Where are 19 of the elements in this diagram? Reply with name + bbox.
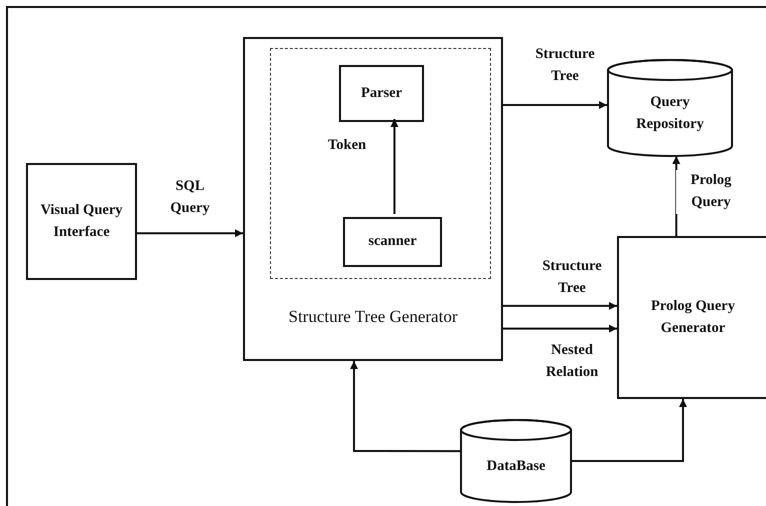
node-label: Parser — [360, 84, 404, 103]
node-label: DataBase — [486, 457, 546, 476]
process-box — [339, 65, 424, 122]
node-label: Visual Query Interface — [39, 200, 124, 242]
process-box — [617, 236, 766, 399]
node-label: Query Repository — [635, 93, 705, 134]
arrow — [390, 119, 398, 214]
arrow — [572, 399, 687, 462]
arrow — [137, 229, 243, 238]
arrow — [503, 324, 617, 333]
node-label: Prolog Query Generator — [650, 296, 736, 338]
arrow — [503, 101, 607, 110]
node-label: Structure Tree Generator — [287, 306, 458, 328]
arrow — [350, 361, 460, 452]
process-box — [26, 163, 137, 280]
node-label: scanner — [367, 232, 418, 252]
arrow — [503, 302, 617, 310]
arrow — [672, 156, 680, 236]
process-box — [343, 217, 442, 267]
